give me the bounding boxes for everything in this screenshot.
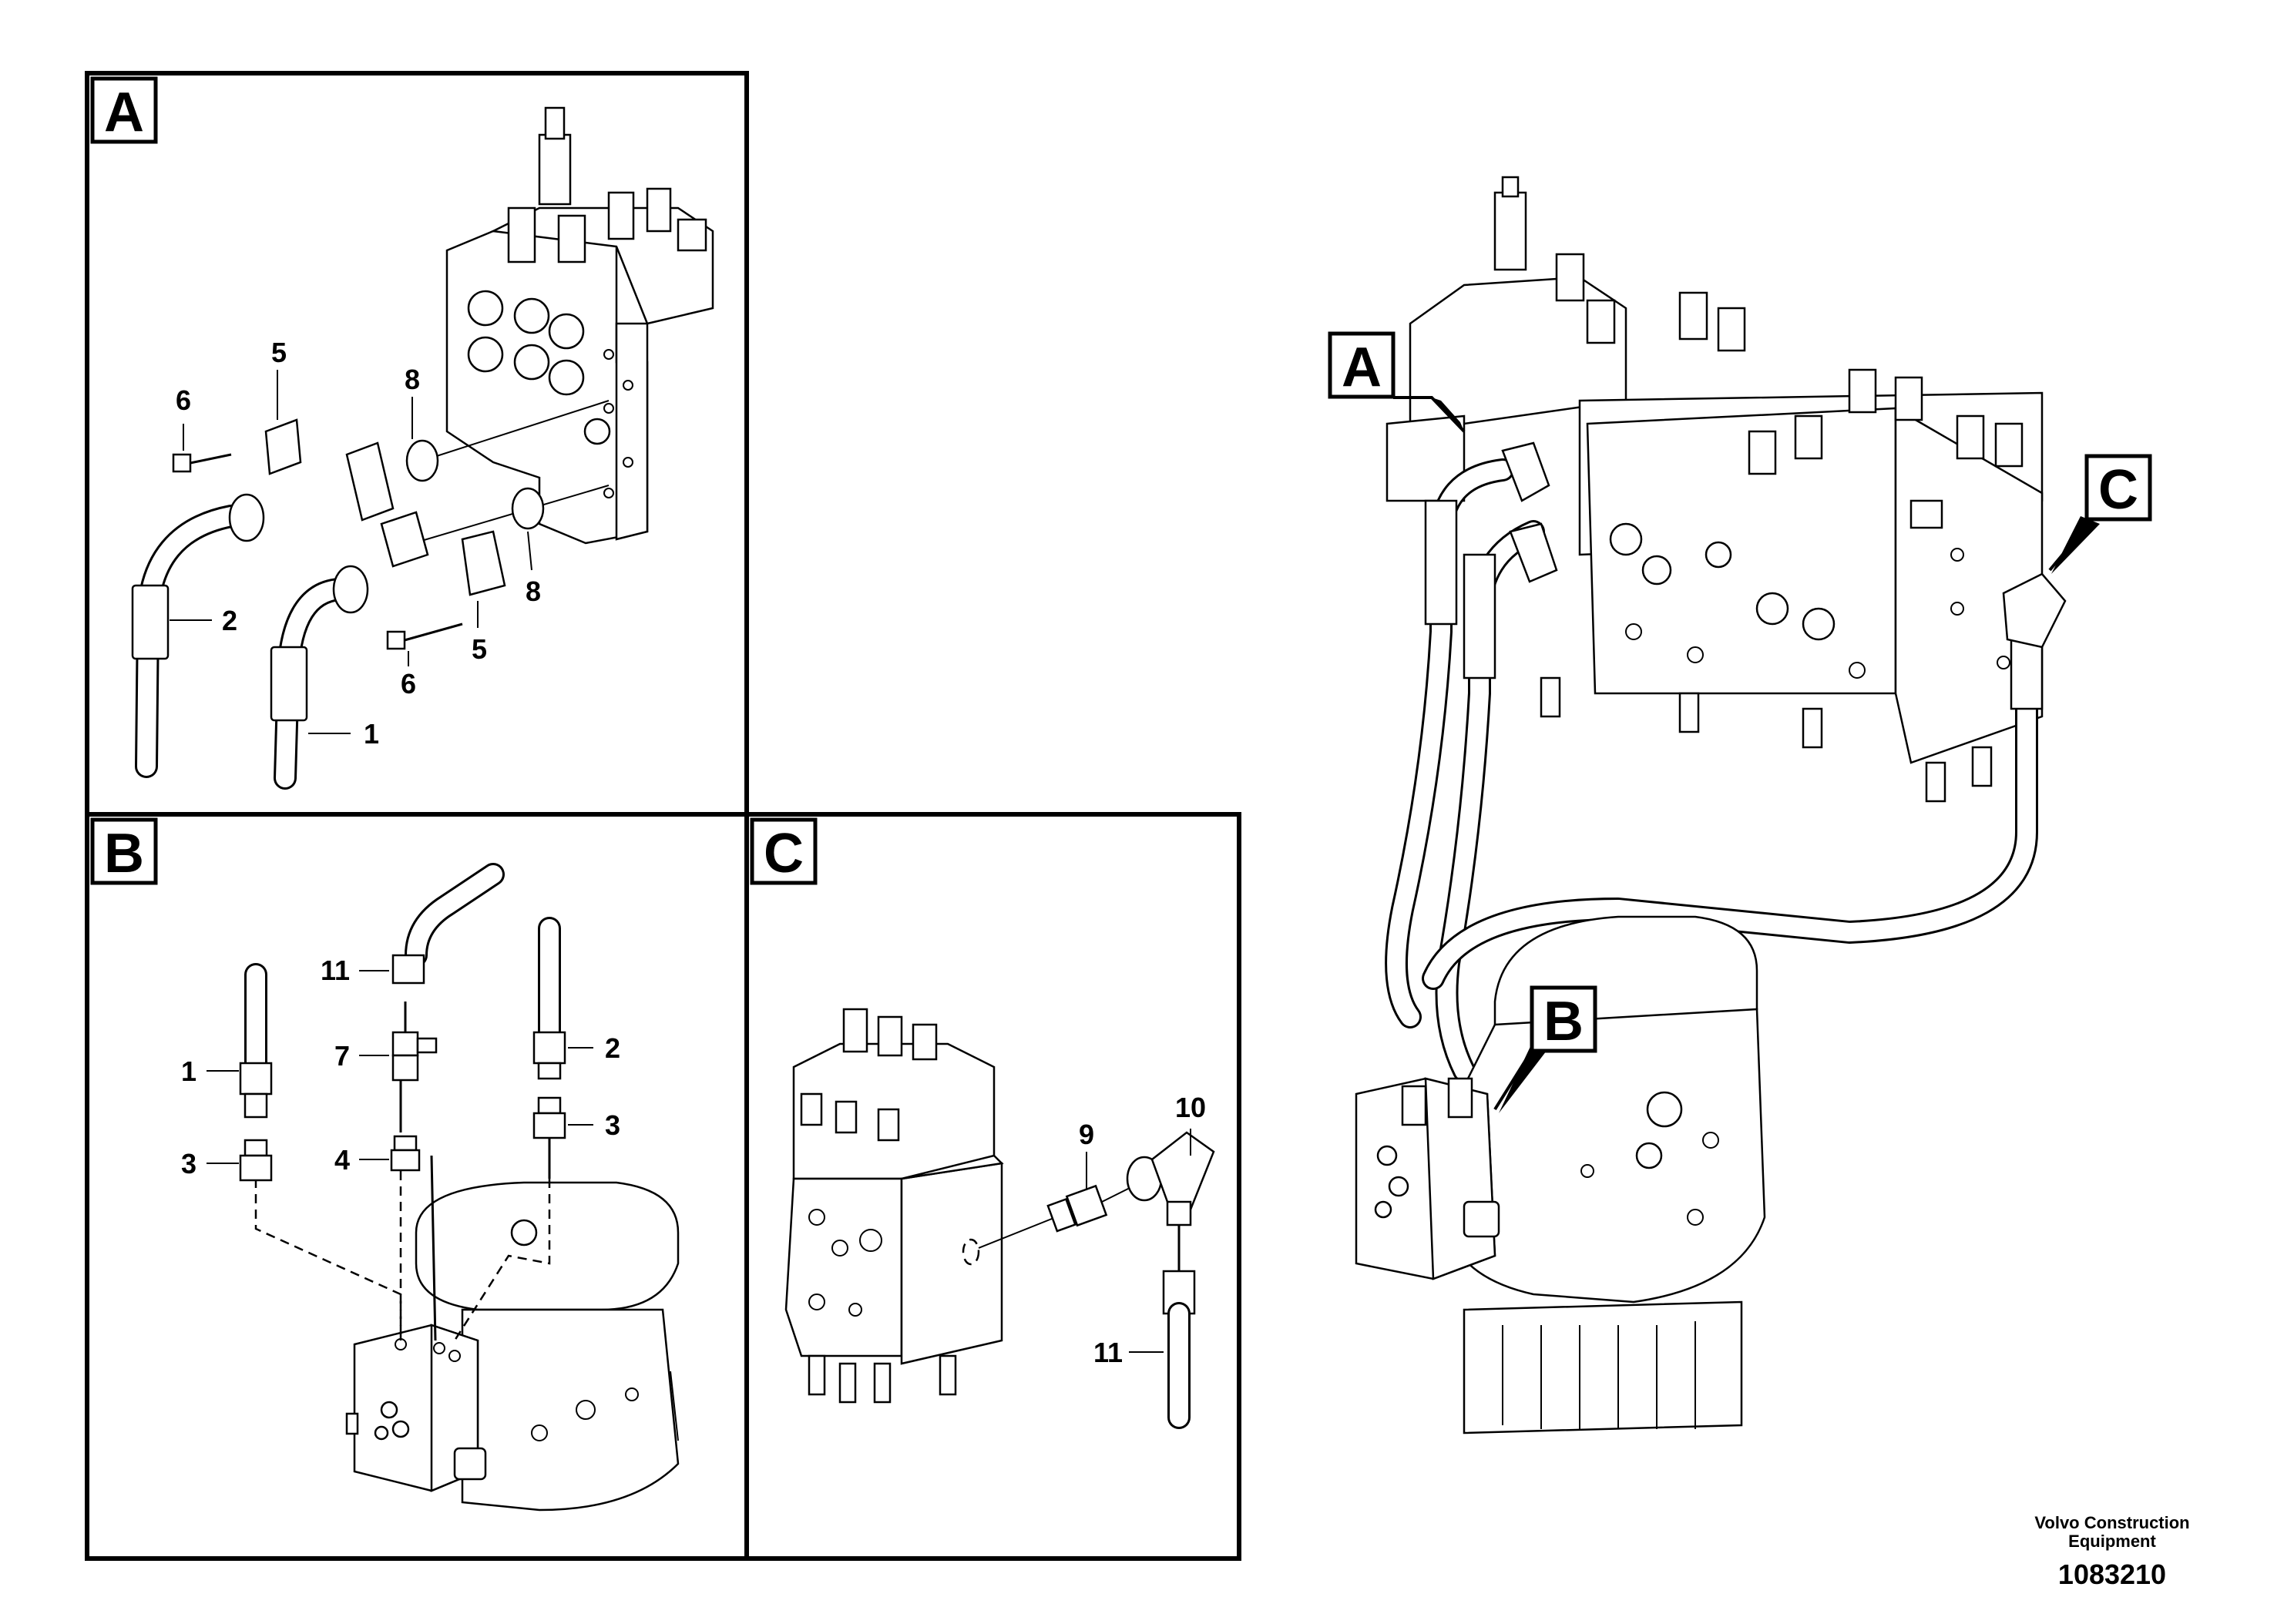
overview-tag-b-text: B [1543,991,1584,1052]
callout-c-9: 9 [1079,1119,1094,1150]
control-valve-block [445,106,714,545]
valve-block-c [784,1008,1004,1404]
callout-a-1: 1 [364,718,379,750]
bolt-6b [386,622,463,650]
elbow-c-10 [1126,1131,1215,1226]
hose-1 [270,565,369,790]
callout-a-2: 2 [222,605,237,636]
hose-b-11 [391,863,505,985]
panel-a-tag-text: A [104,82,144,143]
brand-name-line1: Volvo Construction [2034,1513,2190,1532]
panel-a-tag: A [90,76,158,144]
o-ring-8b [511,487,545,530]
overview-tag-a: A [1328,331,1466,433]
overview-assembly: A B C [1328,176,2152,1434]
callout-b-1: 1 [181,1055,196,1087]
callout-b-3a: 3 [181,1148,196,1179]
hose-c-11 [1162,1270,1196,1429]
panel-b-drawing: 11 7 1 2 3 3 4 [181,863,680,1512]
adapter-b-3a [239,1139,273,1182]
panel-a-drawing: 6 5 8 2 8 6 5 1 [131,106,714,790]
callout-a-6b: 6 [401,668,416,700]
overview-tag-c: C [2048,454,2152,574]
panel-b-tag-text: B [104,823,144,884]
drawing-reference-number: 1083210 [2057,1559,2167,1590]
callout-a-8a: 8 [405,364,420,395]
callout-a-6a: 6 [176,384,191,416]
hose-2 [131,493,265,778]
port-block-b [345,1324,487,1492]
panel-c-frame [744,812,1241,1561]
overview-tag-c-text: C [2098,459,2138,521]
callout-b-2: 2 [605,1032,620,1064]
o-ring-8a [405,439,439,482]
split-flange-5b [380,511,506,596]
panel-c-drawing: 10 9 11 [784,1008,1215,1429]
brand-name-line2: Equipment [2068,1532,2156,1551]
tee-b-7 [391,1002,438,1082]
swing-motor-b [415,1181,680,1512]
overview-control-valve [1385,176,2044,803]
callout-b-11: 11 [321,955,350,986]
hose-b-2 [532,917,566,1080]
callout-b-3b: 3 [605,1109,620,1141]
hose-b-1 [239,963,273,1119]
panel-b-tag: B [90,817,158,885]
callout-a-5a: 5 [271,337,287,368]
overview-tag-b: B [1493,985,1597,1113]
overview-hoses [1385,441,2067,1082]
callout-c-10: 10 [1175,1092,1206,1123]
panel-frames [85,71,1241,1561]
callout-b-4: 4 [334,1144,350,1176]
panel-c-tag-text: C [764,823,804,884]
callout-b-7: 7 [334,1040,350,1072]
nipple-b-4 [390,1135,421,1172]
callout-a-5b: 5 [472,633,487,665]
split-flange-5a [264,418,395,522]
callout-a-8b: 8 [526,575,541,607]
callout-c-11: 11 [1093,1337,1123,1368]
document-footer: Volvo Construction Equipment 1083210 [1997,1514,2228,1591]
adapter-b-3b [532,1096,566,1179]
bolt-6a [172,453,232,473]
adapter-c-9 [1046,1184,1108,1233]
panel-c-tag: C [750,817,818,885]
overview-tag-a-text: A [1342,337,1382,398]
